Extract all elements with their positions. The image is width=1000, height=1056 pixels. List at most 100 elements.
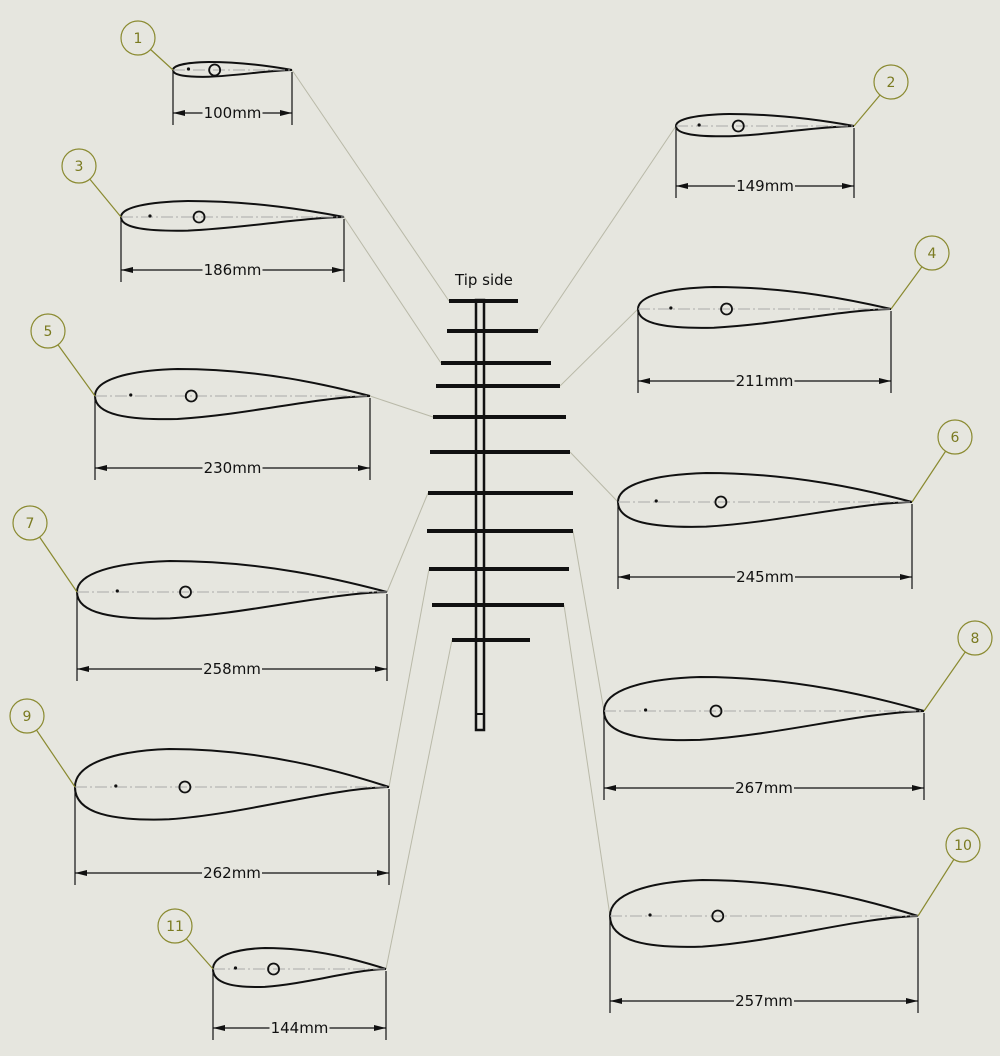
dimension-label: 230mm (204, 459, 262, 477)
balloon-number: 8 (971, 631, 980, 647)
spar-hole-icon (208, 63, 222, 77)
arrow-right-icon (842, 183, 854, 189)
spar-hole-icon (711, 909, 725, 923)
arrow-left-icon (676, 183, 688, 189)
arrow-right-icon (374, 1025, 386, 1031)
arrow-right-icon (332, 267, 344, 273)
leader-line-4 (559, 308, 639, 387)
leader-line-9 (388, 568, 430, 788)
arrow-left-icon (173, 110, 185, 116)
airfoil-upper-surface (637, 285, 892, 310)
airfoil-lower-surface (617, 501, 913, 528)
airfoil-upper-surface (94, 367, 371, 397)
arrow-left-icon (121, 267, 133, 273)
pin-hole-icon (148, 214, 152, 218)
leader-line-7 (386, 492, 429, 593)
leader-line-2 (537, 125, 677, 332)
airfoil-upper-surface (609, 878, 919, 917)
leader-line-1 (291, 69, 450, 302)
leader-line-3 (343, 216, 442, 364)
arrow-left-icon (604, 785, 616, 791)
spar-hole-icon (179, 585, 192, 599)
spar-hole-icon (709, 704, 723, 718)
airfoil-upper-surface (120, 199, 345, 218)
airfoil-upper-surface (74, 747, 390, 788)
arrow-left-icon (75, 870, 87, 876)
leader-line-11 (385, 639, 453, 970)
airfoil-lower-surface (172, 69, 293, 78)
arrow-left-icon (213, 1025, 225, 1031)
balloon-circle (914, 235, 950, 271)
arrow-left-icon (638, 378, 650, 384)
balloon-number: 11 (166, 919, 184, 935)
leader-line-5 (369, 395, 434, 418)
arrow-right-icon (912, 785, 924, 791)
dimension-label: 262mm (203, 864, 261, 882)
airfoil-lower-surface (74, 786, 390, 821)
balloon-circle (61, 148, 97, 184)
balloon-number: 2 (887, 75, 896, 91)
arrow-left-icon (618, 574, 630, 580)
spar-hole-icon (267, 962, 280, 976)
airfoil-lower-surface (609, 915, 919, 948)
arrow-right-icon (906, 998, 918, 1004)
airfoil-lower-surface (675, 125, 855, 138)
arrow-right-icon (377, 870, 389, 876)
balloon-circle (957, 620, 993, 656)
rib-section-11: 144mm 11 (157, 908, 387, 1040)
pin-hole-icon (648, 913, 652, 917)
dimension-label: 100mm (204, 104, 262, 122)
balloon-number: 10 (954, 838, 972, 854)
balloon-circle (120, 20, 156, 56)
arrow-right-icon (280, 110, 292, 116)
airfoil-lower-surface (120, 216, 345, 232)
dimension-label: 245mm (736, 568, 794, 586)
pin-hole-icon (654, 499, 658, 503)
rib-section-9: 262mm 9 (9, 698, 390, 885)
dimension-label: 149mm (736, 177, 794, 195)
arrow-left-icon (77, 666, 89, 672)
spar-hole-icon (714, 495, 728, 509)
balloon-number: 4 (928, 246, 937, 262)
balloon-circle (937, 419, 973, 455)
airfoil-upper-surface (617, 471, 913, 503)
dimension-label: 211mm (736, 372, 794, 390)
balloon-number: 7 (26, 516, 35, 532)
leader-lines (291, 69, 677, 970)
spar-hole-icon (178, 780, 192, 794)
airfoil-upper-surface (603, 675, 925, 712)
pin-hole-icon (233, 966, 238, 970)
arrow-right-icon (900, 574, 912, 580)
dimension-label: 258mm (203, 660, 261, 678)
leader-line-8 (572, 530, 605, 712)
balloon-circle (30, 313, 66, 349)
tip-side-label: Tip side (454, 271, 513, 289)
airfoil-lower-surface (637, 308, 892, 329)
airfoil-upper-surface (675, 112, 855, 127)
leader-line-6 (569, 451, 619, 503)
wing-spar-assembly (427, 298, 573, 732)
leader-line-10 (563, 604, 611, 917)
arrow-right-icon (879, 378, 891, 384)
spar-hole-icon (731, 119, 745, 133)
rib-section-4: 211mm 4 (637, 235, 950, 393)
pin-hole-icon (644, 708, 648, 712)
balloon-number: 9 (23, 709, 32, 725)
pin-hole-icon (129, 393, 133, 397)
dimension-label: 144mm (271, 1019, 329, 1037)
pin-hole-icon (115, 589, 119, 593)
airfoil-upper-surface (76, 559, 388, 593)
spar-hole-icon (720, 302, 733, 316)
airfoil-lower-surface (94, 395, 371, 421)
balloon-circle (945, 827, 981, 863)
pin-hole-icon (669, 306, 673, 310)
arrow-right-icon (375, 666, 387, 672)
